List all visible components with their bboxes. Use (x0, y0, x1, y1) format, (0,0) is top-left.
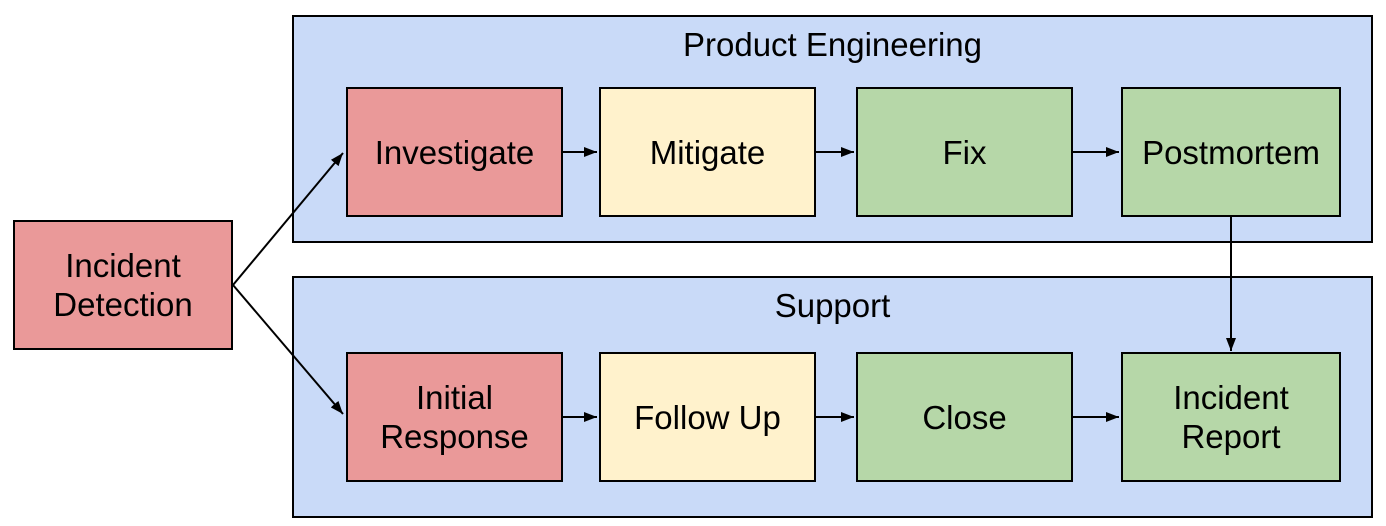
node-label: Incident Report (1173, 379, 1289, 455)
lane-title: Support (774, 287, 891, 324)
node-incident-report: Incident Report (1121, 352, 1341, 482)
node-label: Initial Response (380, 379, 529, 455)
lane-product-engineering: Product Engineering Investigate Mitigate… (292, 15, 1373, 243)
node-label: Follow Up (634, 398, 781, 436)
node-fix: Fix (856, 87, 1073, 217)
lane-title: Product Engineering (682, 26, 983, 63)
node-label: Close (922, 398, 1007, 436)
node-label: Fix (942, 133, 987, 171)
node-close: Close (856, 352, 1073, 482)
node-label: Incident Detection (53, 247, 193, 323)
node-follow-up: Follow Up (599, 352, 816, 482)
node-postmortem: Postmortem (1121, 87, 1341, 217)
lane-support: Support Initial Response Follow Up Close… (292, 276, 1373, 518)
node-label: Postmortem (1142, 133, 1320, 171)
node-initial-response: Initial Response (346, 352, 563, 482)
node-label: Mitigate (649, 133, 766, 171)
node-mitigate: Mitigate (599, 87, 816, 217)
node-label: Investigate (374, 133, 535, 171)
node-investigate: Investigate (346, 87, 563, 217)
node-incident-detection: Incident Detection (13, 220, 233, 350)
